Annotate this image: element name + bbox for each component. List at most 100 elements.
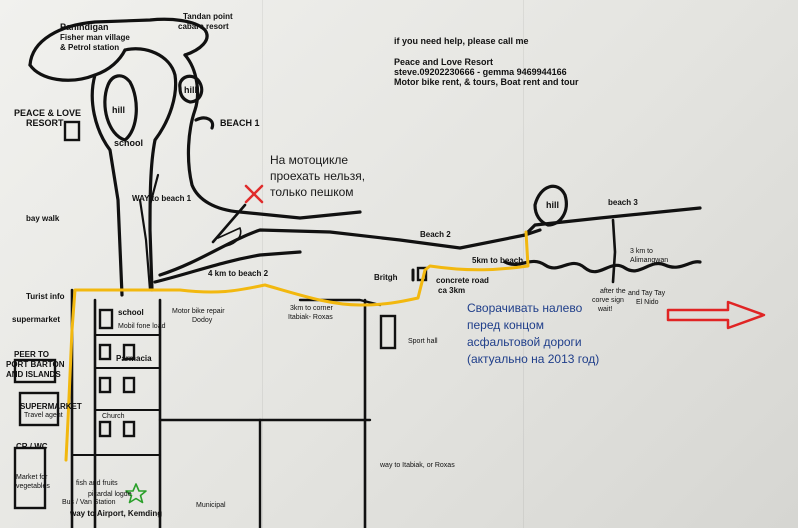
label-way-beach1: WAY to beach 1: [132, 194, 192, 203]
label-concrete-road-2: ca 3km: [438, 286, 466, 295]
star-icon: [125, 483, 147, 504]
road-beach2-lower: [153, 250, 302, 284]
block-a: [98, 343, 112, 361]
note-turn-left-3: асфальтовой дороги: [467, 335, 582, 349]
beach1-cove: [194, 116, 215, 130]
label-after-corve-3: wait!: [598, 306, 613, 313]
coast-east: [503, 259, 702, 274]
label-mobil-fone: Mobil fone load: [118, 323, 166, 330]
arrow-right-icon: [666, 300, 766, 330]
label-beach1: BEACH 1: [220, 118, 260, 128]
label-3km-alimangwan-2: Alimangwan: [630, 257, 669, 264]
road-taytay: [611, 218, 617, 284]
block-school: [98, 308, 114, 330]
note-no-moto-3: только пешком: [270, 185, 354, 199]
info-phones: steve.09202230666 - gemma 9469944166: [394, 67, 567, 77]
label-bay-walk: bay walk: [26, 214, 60, 223]
hill-right-outline: [533, 184, 568, 227]
label-tay-tay-2: El Nido: [636, 299, 659, 306]
label-resort-1: PEACE & LOVE: [14, 108, 82, 118]
label-3km-alimangwan-1: 3 km to: [630, 248, 653, 255]
label-bus-van: Bus / Van Station: [62, 499, 116, 506]
wc-building: [13, 446, 47, 510]
label-after-corve-1: after the: [600, 288, 626, 295]
label-tay-tay-1: and Tay Tay: [628, 290, 666, 297]
info-resort-name: Peace and Love Resort: [394, 57, 494, 67]
info-help-line: if you need help, please call me: [394, 36, 529, 46]
paper-fold: [262, 0, 263, 528]
label-parmacia: Parmacia: [116, 354, 152, 363]
path-way-beach1: [138, 198, 152, 292]
cross-mark-icon: [244, 184, 264, 204]
label-4km-beach2: 4 km to beach 2: [208, 269, 269, 278]
label-church: Church: [102, 413, 125, 420]
pier-building: [13, 358, 57, 384]
peninsula-inner: [90, 73, 124, 297]
label-fisher-village: Fisher man village: [60, 33, 130, 42]
block-d: [122, 376, 136, 394]
label-market-2: vegetables: [16, 483, 50, 490]
walk-trail: [211, 203, 247, 244]
note-turn-left-4: (актуально на 2013 год): [467, 352, 600, 366]
note-no-moto-1: На мотоцикле: [270, 153, 349, 167]
label-market-1: Market for: [16, 474, 48, 481]
label-supermarket-2: SUPERMARKET: [20, 402, 82, 411]
label-peer-3: AND ISLANDS: [6, 370, 61, 379]
label-peer-1: PEER TO: [14, 350, 49, 359]
label-fish-fruits: fish and fruits: [76, 480, 118, 487]
resort-building: [63, 120, 81, 142]
label-school-north: school: [114, 138, 144, 148]
label-motorbike-repair-1: Motor bike repair: [172, 308, 225, 315]
label-hill-left: hill: [112, 105, 125, 115]
label-concrete-road-1: concrete road: [436, 276, 489, 285]
road-beach2: [158, 228, 542, 277]
yellow-route: [64, 230, 530, 462]
block-f: [122, 420, 136, 438]
label-cabare-resort: cabare resort: [178, 22, 229, 31]
street-municipal: [158, 418, 262, 528]
note-turn-left-2: перед концом: [467, 318, 544, 332]
label-3km-corner-1: 3km to corner: [290, 305, 333, 312]
label-beach2: Beach 2: [420, 230, 451, 239]
note-no-moto-2: проехать нельзя,: [270, 169, 366, 183]
block-b: [122, 343, 136, 361]
label-5km-beach: 5km to beach: [472, 256, 524, 265]
label-municipal: Municipal: [196, 502, 226, 509]
info-services: Motor bike rent, & tours, Boat rent and …: [394, 77, 579, 87]
note-turn-left-1: Сворачивать налево: [467, 301, 583, 315]
label-beach3: beach 3: [608, 198, 638, 207]
label-travel-agent: Travel agent: [24, 412, 63, 419]
supermarket-building: [18, 391, 60, 427]
label-sport-hall: Sport hall: [408, 338, 438, 345]
label-turist-info: Turist info: [26, 292, 65, 301]
label-way-airport: way to Airport, Kemding: [70, 509, 163, 518]
sport-hall-building: [379, 314, 397, 350]
label-petrol-station: & Petrol station: [60, 43, 120, 52]
path-way-beach1-b: [148, 173, 160, 207]
label-panindigan: Panindigan: [60, 22, 109, 32]
label-picardal: picardal logde: [88, 491, 132, 498]
coastline-north: [28, 17, 209, 67]
label-britgh: Britgh: [374, 273, 398, 282]
label-motorbike-repair-2: Dodoy: [192, 317, 213, 324]
coast-beach1: [183, 53, 362, 220]
village-outline: [28, 48, 127, 82]
block-c: [98, 376, 112, 394]
block-e: [98, 420, 112, 438]
hill-top-outline: [178, 74, 204, 104]
label-cr-wc: CR / WC: [16, 442, 48, 451]
label-resort-2: RESORT: [26, 118, 64, 128]
label-tandan-point: Tandan point: [183, 12, 233, 21]
hill-left-outline: [103, 74, 138, 142]
label-peer-2: PORT BARTON: [6, 360, 65, 369]
road-beach3: [523, 206, 702, 237]
label-hill-top: hill: [184, 85, 197, 95]
label-school: school: [118, 308, 144, 317]
label-3km-corner-2: Itabiak- Roxas: [288, 314, 333, 321]
peninsula-outline: [123, 47, 178, 292]
label-hill-right: hill: [546, 200, 559, 210]
label-after-corve-2: corve sign: [592, 297, 624, 304]
label-supermarket-1: supermarket: [12, 315, 61, 324]
